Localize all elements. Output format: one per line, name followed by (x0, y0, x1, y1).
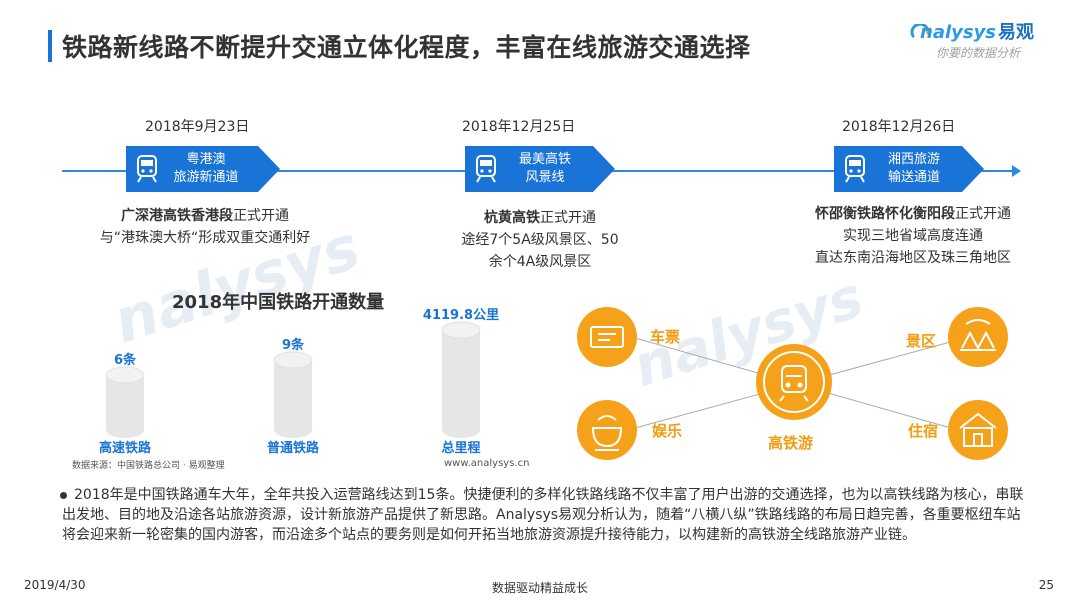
bar-value-label: 4119.8公里 (422, 308, 500, 323)
bar-category-label: 高速铁路 (98, 441, 151, 456)
badge-line1: 粤港澳 (186, 152, 226, 167)
page-number: 25 (1038, 578, 1054, 592)
data-source: 数据来源：中国铁路总公司 · 易观整理 (72, 461, 225, 471)
event-description: 怀邵衡铁路怀化衡阳段正式开通 实现三地省域高度连通 直达东南沿海地区及珠三角地区 (768, 203, 1058, 269)
train-icon (476, 155, 496, 183)
center-label: 高铁游 (768, 434, 814, 452)
title-accent-bar (48, 30, 52, 62)
badge-line1: 湘西旅游 (887, 152, 940, 167)
footer-slogan: 数据驱动精益成长 (491, 581, 588, 595)
desc-text: 正式开通 (233, 208, 289, 224)
desc-line: 途经7个5A级风景区、50 (461, 232, 619, 248)
event-badge: 粤港澳 旅游新通道 (126, 146, 280, 192)
lodging-icon (959, 412, 997, 447)
page-title: 铁路新线路不断提升交通立体化程度，丰富在线旅游交通选择 (62, 33, 751, 62)
bar-2 (441, 321, 481, 438)
entertainment-circle (577, 400, 637, 460)
badge-arrow (593, 146, 615, 192)
train-icon (137, 155, 157, 183)
desc-highlight: 杭黄高铁 (484, 210, 540, 226)
badge-arrow (962, 146, 984, 192)
scenic-icon (960, 319, 996, 351)
bullet-dot (60, 492, 67, 499)
footer-date: 2019/4/30 (24, 578, 86, 592)
desc-line: 余个4A级风景区 (488, 254, 592, 270)
badge-line2: 风景线 (525, 170, 565, 185)
high-speed-train-icon (779, 365, 809, 402)
bar-value-label: 9条 (281, 338, 305, 353)
badge-line2: 旅游新通道 (173, 170, 239, 185)
logo-swoosh-icon (910, 24, 932, 38)
bar-category-label: 总里程 (441, 441, 481, 456)
travel-diagram (577, 307, 1008, 460)
desc-line: 实现三地省域高度连通 (843, 228, 983, 244)
center-circle-outer (756, 344, 832, 420)
lodging-circle (948, 400, 1008, 460)
desc-highlight: 广深港高铁香港段 (121, 208, 233, 224)
node-label-lodging: 住宿 (908, 422, 939, 440)
event-date: 2018年12月25日 (462, 119, 576, 135)
event-badge: 最美高铁 风景线 (465, 146, 615, 192)
bar-1 (273, 351, 313, 438)
node-label-entertainment: 娱乐 (652, 422, 683, 440)
chart-title: 2018年中国铁路开通数量 (172, 292, 385, 313)
entertainment-icon (591, 415, 623, 451)
bar-value-label: 6条 (113, 353, 137, 368)
badge-arrow (258, 146, 280, 192)
desc-text: 正式开通 (540, 210, 596, 226)
event-date: 2018年9月23日 (145, 119, 250, 135)
center-circle-inner (763, 351, 825, 413)
badge-line2: 输送通道 (887, 170, 940, 185)
desc-highlight: 怀邵衡铁路怀化衡阳段 (815, 206, 955, 222)
logo-slogan: 你要的数据分析 (936, 46, 1021, 60)
event-description: 杭黄高铁正式开通 途经7个5A级风景区、50 余个4A级风景区 (420, 207, 660, 273)
badge-line1: 最美高铁 (518, 152, 571, 167)
node-label-ticket: 车票 (650, 328, 681, 346)
chart-area (105, 321, 481, 438)
logo-text: nalysys (920, 22, 997, 43)
train-icon (845, 155, 865, 183)
scenic-circle (948, 307, 1008, 367)
desc-text: 正式开通 (955, 206, 1011, 222)
summary-text: 2018年是中国铁路通车大年，全年共投入运营路线达到15条。快捷便利的多样化铁路… (62, 487, 1024, 543)
desc-line: 与“港珠澳大桥“形成双重交通利好 (99, 230, 311, 246)
ticket-icon (590, 326, 624, 348)
bar-category-label: 普通铁路 (266, 441, 319, 456)
event-date: 2018年12月26日 (842, 119, 956, 135)
bar-0 (105, 366, 145, 438)
logo-brand: 易观 (998, 22, 1035, 43)
event-description: 广深港高铁香港段正式开通 与“港珠澳大桥“形成双重交通利好 (70, 205, 340, 249)
source-url: www.analysys.cn (444, 458, 530, 469)
node-label-scenic: 景区 (906, 332, 937, 350)
event-badge: 湘西旅游 输送通道 (834, 146, 984, 192)
timeline-arrow-icon (1012, 165, 1021, 177)
ticket-circle (577, 307, 637, 367)
desc-line: 直达东南沿海地区及珠三角地区 (815, 250, 1011, 266)
